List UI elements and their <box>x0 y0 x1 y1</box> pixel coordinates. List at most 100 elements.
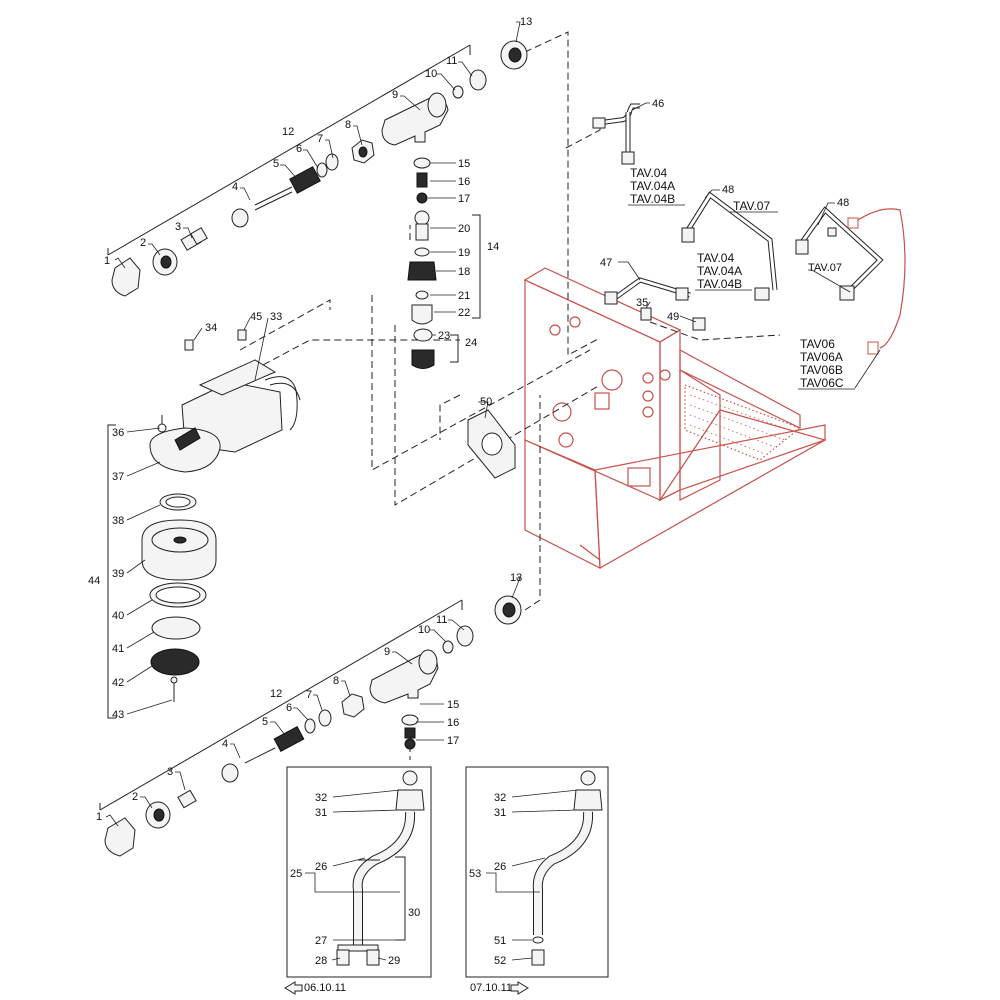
callout-38: 38 <box>112 515 124 527</box>
callout-1-lower: 1 <box>96 811 102 823</box>
callout-43: 43 <box>112 709 124 721</box>
callout-37: 37 <box>112 471 124 483</box>
callout-40: 40 <box>112 610 124 622</box>
tav-04b-top: TAV.04B <box>630 192 675 206</box>
callout-53: 53 <box>469 868 481 880</box>
leaders <box>105 21 881 961</box>
callout-5-upper: 5 <box>273 158 279 170</box>
machine-frame <box>523 267 827 570</box>
callout-17-upper: 17 <box>458 193 470 205</box>
callout-11-lower: 11 <box>436 614 447 626</box>
callout-16-upper: 16 <box>458 176 470 188</box>
callout-2-lower: 2 <box>132 791 138 803</box>
callout-labels: 1 2 3 4 5 6 7 8 9 10 11 12 13 14 15 16 1… <box>88 16 849 967</box>
callout-15-upper: 15 <box>458 158 470 170</box>
variant-label-right: 07.10.11 <box>470 982 512 994</box>
callout-33: 33 <box>270 311 282 323</box>
bracket-24 <box>450 334 459 363</box>
callout-3-upper: 3 <box>175 221 181 233</box>
callout-24: 24 <box>465 337 477 349</box>
callout-32-right: 32 <box>494 792 506 804</box>
callout-13-upper: 13 <box>520 16 532 28</box>
callout-16-lower: 16 <box>447 717 459 729</box>
callout-25: 25 <box>290 868 302 880</box>
callout-48-right: 48 <box>837 197 849 209</box>
variant-label-left: 06.10.11 <box>304 982 346 994</box>
tav-04b-mid: TAV.04B <box>697 277 742 291</box>
callout-4-upper: 4 <box>232 181 238 193</box>
callout-12-upper: 12 <box>282 126 294 138</box>
valve-stack <box>407 157 437 369</box>
upper-valve-assembly <box>107 40 528 297</box>
callout-15-lower: 15 <box>447 699 459 711</box>
callout-44: 44 <box>88 575 100 587</box>
callout-26-right: 26 <box>494 861 506 873</box>
callout-17-lower: 17 <box>447 735 459 747</box>
lower-valve-assembly <box>99 595 522 857</box>
tav06c: TAV06C <box>800 376 844 390</box>
callout-41: 41 <box>112 643 124 655</box>
callout-19: 19 <box>458 247 470 259</box>
callout-29: 29 <box>388 955 400 967</box>
callout-27: 27 <box>315 935 327 947</box>
callout-7-lower: 7 <box>306 689 312 701</box>
callout-10-lower: 10 <box>418 624 430 636</box>
callout-50: 50 <box>480 396 492 408</box>
callout-47: 47 <box>600 257 612 269</box>
variant-arrows <box>284 981 529 995</box>
callout-5-lower: 5 <box>262 716 268 728</box>
callout-31-right: 31 <box>494 807 506 819</box>
callout-31-left: 31 <box>315 807 327 819</box>
bracket-14 <box>472 214 481 319</box>
callout-6-upper: 6 <box>296 143 302 155</box>
tav06: TAV06 <box>800 337 835 351</box>
tav-07-right: TAV.07 <box>808 262 842 274</box>
callout-45: 45 <box>250 311 262 323</box>
callout-2-upper: 2 <box>140 237 146 249</box>
callout-49: 49 <box>667 311 679 323</box>
tav-04-top: TAV.04 <box>630 166 667 180</box>
callout-32-left: 32 <box>315 792 327 804</box>
callout-23: 23 <box>438 330 450 342</box>
tav-04-mid: TAV.04 <box>697 251 734 265</box>
callout-42: 42 <box>112 677 124 689</box>
callout-13-lower: 13 <box>510 572 522 584</box>
callout-4-lower: 4 <box>222 738 228 750</box>
callout-12-lower: 12 <box>270 688 282 700</box>
callout-34: 34 <box>205 322 217 334</box>
tav-04a-mid: TAV.04A <box>697 264 742 278</box>
callout-35: 35 <box>636 297 648 309</box>
tav-labels: TAV.04 TAV.04A TAV.04B TAV.07 TAV.04 TAV… <box>628 166 855 390</box>
callout-8-lower: 8 <box>333 675 339 687</box>
callout-21: 21 <box>458 290 470 302</box>
callout-46: 46 <box>652 98 664 110</box>
tav-07-left: TAV.07 <box>733 199 770 213</box>
callout-9-upper: 9 <box>392 89 398 101</box>
callout-20: 20 <box>458 223 470 235</box>
callout-7-upper: 7 <box>317 133 323 145</box>
callout-30: 30 <box>408 907 420 919</box>
callout-9-lower: 9 <box>384 646 390 658</box>
callout-39: 39 <box>112 568 124 580</box>
callout-28: 28 <box>315 955 327 967</box>
callout-14: 14 <box>487 241 499 253</box>
plate-50 <box>467 409 516 479</box>
callout-3-lower: 3 <box>167 766 173 778</box>
tav06b: TAV06B <box>800 363 843 377</box>
callout-36: 36 <box>112 427 124 439</box>
callout-8-upper: 8 <box>345 119 351 131</box>
callout-48-left: 48 <box>722 184 734 196</box>
group-head <box>141 329 301 702</box>
callout-11-upper: 11 <box>446 55 457 67</box>
callout-22: 22 <box>458 307 470 319</box>
callout-52: 52 <box>494 955 506 967</box>
callout-18: 18 <box>458 266 470 278</box>
callout-51: 51 <box>494 935 506 947</box>
callout-1-upper: 1 <box>104 255 110 267</box>
bracket-44 <box>107 424 116 719</box>
assembly-lines <box>239 31 781 760</box>
spout-box-left <box>286 766 432 978</box>
callout-10-upper: 10 <box>425 68 437 80</box>
tav06a: TAV06A <box>800 350 843 364</box>
